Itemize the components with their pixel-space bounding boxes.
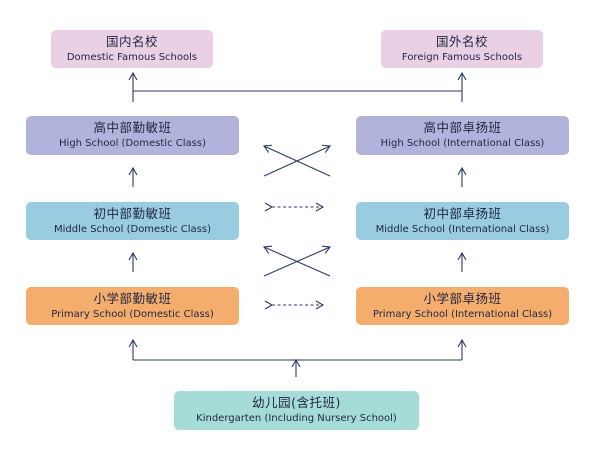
- box-title-en: Foreign Famous Schools: [401, 51, 523, 63]
- box-title-en: High School (Domestic Class): [59, 138, 206, 150]
- primary-school-international-box: 小学部卓扬班 Primary School (International Cla…: [356, 287, 569, 325]
- kindergarten-box: 幼儿园(含托班) Kindergarten (Including Nursery…: [174, 391, 419, 430]
- middle-school-domestic-box: 初中部勤敏班 Middle School (Domestic Class): [26, 202, 239, 240]
- domestic-famous-schools-box: 国内名校 Domestic Famous Schools: [51, 30, 213, 68]
- high-school-domestic-box: 高中部勤敏班 High School (Domestic Class): [26, 116, 239, 155]
- box-title-en: Kindergarten (Including Nursery School): [196, 413, 397, 425]
- box-title-zh: 初中部卓扬班: [423, 205, 502, 221]
- box-title-en: Primary School (International Class): [372, 308, 553, 320]
- box-title-en: Domestic Famous Schools: [66, 51, 198, 63]
- box-title-en: Middle School (International Class): [375, 223, 550, 235]
- box-title-en: Middle School (Domestic Class): [54, 223, 211, 235]
- box-title-zh: 国内名校: [105, 33, 158, 49]
- box-title-zh: 幼儿园(含托班): [252, 395, 341, 411]
- box-title-en: High School (International Class): [380, 138, 545, 150]
- cross-arrow-upper-2: [262, 144, 331, 177]
- foreign-famous-schools-box: 国外名校 Foreign Famous Schools: [381, 30, 543, 68]
- box-title-zh: 国外名校: [435, 33, 488, 49]
- box-title-zh: 高中部卓扬班: [423, 120, 502, 136]
- box-title-zh: 高中部勤敏班: [93, 120, 172, 136]
- box-title-zh: 小学部卓扬班: [423, 290, 502, 306]
- box-title-zh: 小学部勤敏班: [93, 290, 172, 306]
- box-title-en: Primary School (Domestic Class): [51, 308, 214, 320]
- cross-arrow-lower-2: [262, 245, 331, 277]
- box-title-zh: 初中部勤敏班: [93, 205, 172, 221]
- high-school-international-box: 高中部卓扬班 High School (International Class): [356, 116, 569, 155]
- middle-school-international-box: 初中部卓扬班 Middle School (International Clas…: [356, 202, 569, 240]
- primary-school-domestic-box: 小学部勤敏班 Primary School (Domestic Class): [26, 287, 239, 325]
